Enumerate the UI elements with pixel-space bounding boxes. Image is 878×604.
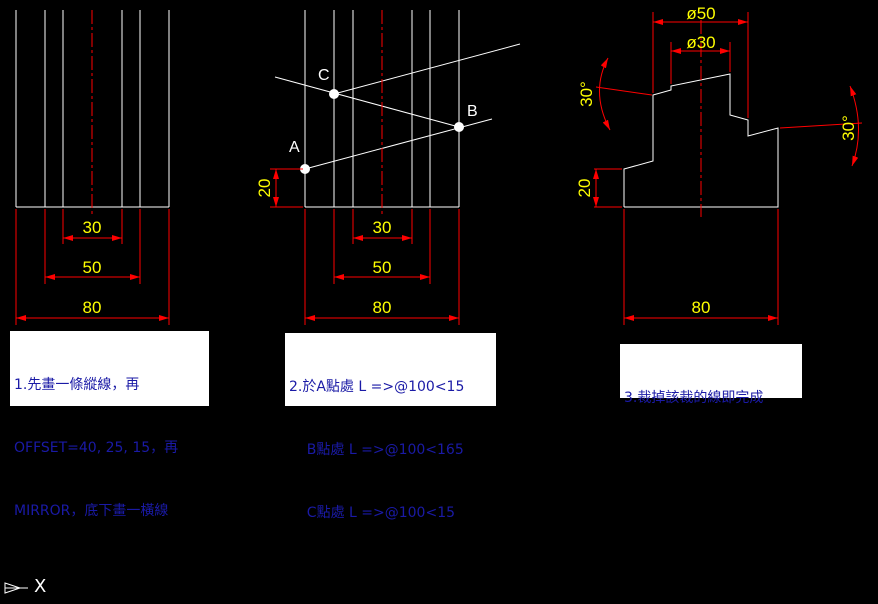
fig2-point-a (300, 164, 310, 174)
fig3-dim-20-text: 20 (575, 179, 594, 198)
fig1-dim-80-text: 80 (83, 298, 102, 317)
fig2-line-from-b (274, 76, 460, 128)
figure-2: A B C 30 50 80 20 (255, 10, 521, 325)
fig3-angle-right-arc (849, 85, 859, 167)
note-step-3-line-1: 3.裁掉該裁的線即完成 (624, 390, 764, 406)
fig2-vertical-lines (304, 10, 460, 208)
note-step-1-line-1: 1.先畫一條縱線，再 (14, 377, 140, 393)
fig2-point-b (454, 122, 464, 132)
note-step-1: 1.先畫一條縱線，再 OFFSET=40, 25, 15，再 MIRROR，底下… (10, 331, 209, 519)
note-step-2-line-3: C點處 L =>@100<15 (289, 505, 456, 521)
fig2-label-a: A (289, 139, 300, 156)
fig2-dim-50-text: 50 (373, 258, 392, 277)
fig2-label-b: B (467, 103, 478, 120)
fig2-construction-lines (274, 43, 521, 170)
fig2-point-c (329, 89, 339, 99)
ucs-icon (4, 582, 28, 594)
note-step-3: 3.裁掉該裁的線即完成 (620, 344, 802, 406)
fig3-angle-left-arc (599, 57, 611, 131)
fig2-dim-20-text: 20 (255, 179, 274, 198)
fig2-extension-lines (270, 168, 460, 325)
fig2-line-from-c (333, 43, 521, 95)
note-step-2-line-1: 2.於A點處 L =>@100<15 (289, 379, 465, 395)
fig3-extension-lines (594, 12, 863, 325)
ucs-x-label: X (34, 576, 47, 597)
fig3-dim-80-text: 80 (692, 298, 711, 317)
fig3-dim-phi50-text: ø50 (686, 4, 715, 23)
note-step-1-line-3: MIRROR，底下畫一橫線 (14, 503, 169, 519)
figure-3: 80 20 ø50 ø30 30° 30° (575, 4, 863, 325)
note-step-2-line-2: B點處 L =>@100<165 (289, 442, 464, 458)
fig2-label-c: C (318, 67, 330, 84)
fig2-dim-30-text: 30 (373, 218, 392, 237)
fig2-dim-80-text: 80 (373, 298, 392, 317)
note-step-1-line-2: OFFSET=40, 25, 15，再 (14, 440, 179, 456)
figure-1: 30 50 80 (15, 10, 170, 325)
fig3-angle-left-text: 30° (577, 81, 596, 107)
fig1-dim-30-text: 30 (83, 218, 102, 237)
fig1-dim-50-text: 50 (83, 258, 102, 277)
fig3-angle-right-text: 30° (839, 115, 858, 141)
fig1-vertical-lines (15, 10, 170, 208)
fig3-dim-phi30-text: ø30 (686, 33, 715, 52)
note-step-2: 2.於A點處 L =>@100<15 B點處 L =>@100<165 C點處 … (285, 333, 496, 521)
fig3-outline (623, 73, 779, 208)
